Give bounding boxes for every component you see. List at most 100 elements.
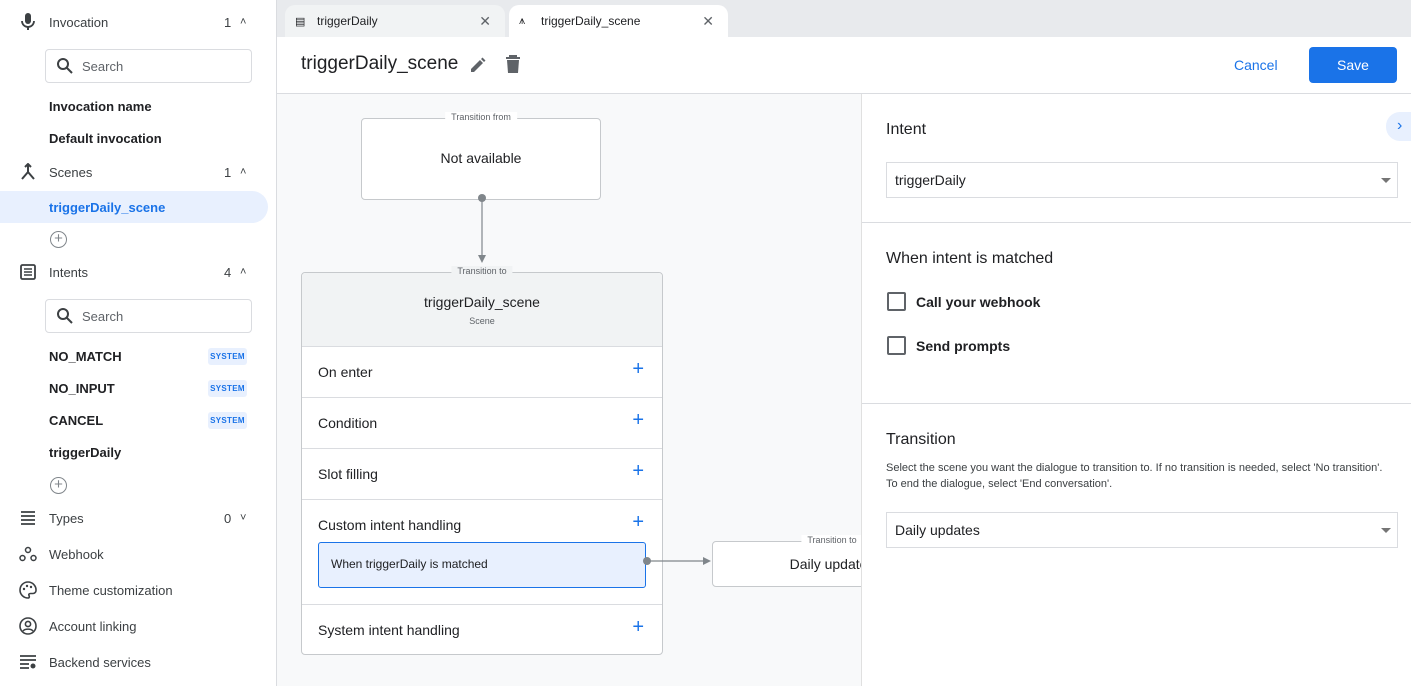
scene-label: triggerDaily_scene	[49, 200, 166, 215]
close-icon[interactable]: ✕	[702, 12, 714, 29]
item-label: Backend services	[49, 654, 151, 670]
intents-search-input[interactable]: Search	[45, 299, 252, 333]
types-lines-icon	[18, 508, 38, 528]
tab-triggerdaily-scene[interactable]: ⩚ triggerDaily_scene ✕	[509, 5, 728, 37]
chevron-down-icon[interactable]: ˅	[240, 512, 247, 524]
node-legend: Transition to	[801, 535, 861, 545]
sidebar-item-invocation-name[interactable]: Invocation name	[49, 99, 152, 114]
transition-heading: Transition	[886, 431, 956, 448]
row-label: Slot filling	[318, 466, 378, 482]
search-icon	[57, 308, 73, 324]
section-count: 0	[224, 510, 232, 526]
transition-target-value: Daily updates	[789, 556, 861, 572]
add-plus-icon[interactable]: +	[632, 460, 644, 482]
transition-select[interactable]: Daily updates	[886, 512, 1398, 548]
sidebar-item-account-linking[interactable]: Account linking	[0, 611, 276, 641]
transition-target-node[interactable]: Transition to Daily updates	[712, 535, 861, 587]
list-icon	[18, 262, 38, 282]
section-label: Intents	[49, 264, 89, 280]
select-value: Daily updates	[895, 522, 980, 538]
section-count: 1	[224, 14, 232, 30]
dropdown-arrow-icon	[1381, 528, 1391, 533]
item-label: Theme customization	[49, 582, 173, 598]
sidebar-item-default-invocation[interactable]: Default invocation	[49, 131, 162, 146]
edit-pencil-icon[interactable]	[469, 56, 487, 74]
row-label: Condition	[318, 415, 378, 431]
custom-intent-handling-row[interactable]: Custom intent handling + When triggerDail…	[302, 499, 662, 604]
section-label: Scenes	[49, 164, 93, 180]
close-icon[interactable]: ✕	[479, 12, 491, 29]
section-count: 4	[224, 264, 232, 280]
sidebar-item-theme-customization[interactable]: Theme customization	[0, 575, 276, 605]
sidebar-item-triggerdaily[interactable]: triggerDaily	[49, 445, 122, 460]
tab-bar: ▤ triggerDaily ✕ ⩚ triggerDaily_scene ✕	[277, 0, 1411, 37]
item-label: Account linking	[49, 618, 137, 634]
section-label: Invocation	[49, 14, 109, 30]
intent-handler-item[interactable]: When triggerDaily is matched	[318, 542, 646, 588]
intent-config-panel: › Intent triggerDaily When intent is mat…	[861, 94, 1411, 686]
mic-icon	[18, 12, 38, 32]
sidebar-section-invocation[interactable]: Invocation 1 ˄	[0, 7, 276, 37]
collapse-panel-chevron-icon[interactable]: ›	[1386, 112, 1411, 141]
condition-row[interactable]: Condition +	[302, 397, 662, 448]
sidebar-section-types[interactable]: Types 0 ˅	[0, 503, 276, 533]
item-label: Webhook	[49, 546, 104, 562]
scene-type: Scene	[469, 316, 495, 326]
page-title: triggerDaily_scene	[301, 53, 459, 74]
sidebar: Invocation 1 ˄ Search Invocation name De…	[0, 0, 277, 686]
sidebar-item-triggerdaily-scene[interactable]: triggerDaily_scene	[0, 191, 268, 223]
tab-triggerdaily[interactable]: ▤ triggerDaily ✕	[285, 5, 505, 37]
palette-icon	[18, 580, 38, 600]
call-webhook-checkbox[interactable]	[887, 292, 906, 311]
sidebar-item-no-input[interactable]: NO_INPUT	[49, 381, 115, 396]
save-button[interactable]: Save	[1309, 47, 1397, 83]
account-circle-icon	[18, 616, 38, 636]
section-count: 1	[224, 164, 232, 180]
intent-select[interactable]: triggerDaily	[886, 162, 1398, 198]
system-badge: SYSTEM	[208, 348, 247, 365]
chevron-up-icon[interactable]: ˄	[240, 266, 247, 278]
intent-heading: Intent	[886, 121, 927, 138]
chevron-up-icon[interactable]: ˄	[240, 166, 247, 178]
search-icon	[57, 58, 73, 74]
system-badge: SYSTEM	[208, 412, 247, 429]
divider	[862, 403, 1411, 404]
row-label: Custom intent handling	[318, 517, 462, 533]
list-icon: ▤	[295, 15, 306, 28]
select-value: triggerDaily	[895, 172, 966, 188]
add-scene-icon[interactable]: +	[50, 231, 67, 248]
sidebar-item-webhook[interactable]: Webhook	[0, 539, 276, 569]
cancel-button[interactable]: Cancel	[1234, 57, 1278, 73]
scene-flow-canvas: Transition from Not available Transition…	[277, 94, 861, 686]
scene-name: triggerDaily_scene	[424, 294, 540, 310]
search-placeholder: Search	[82, 308, 124, 324]
delete-trash-icon[interactable]	[505, 55, 521, 74]
scene-header: triggerDaily_scene Cancel Save	[277, 37, 1411, 94]
sidebar-item-backend-services[interactable]: Backend services	[0, 647, 276, 677]
slot-filling-row[interactable]: Slot filling +	[302, 448, 662, 499]
on-enter-row[interactable]: On enter +	[302, 346, 662, 397]
sidebar-section-scenes[interactable]: Scenes 1 ˄	[0, 157, 276, 187]
node-legend: Transition from	[445, 112, 517, 122]
sidebar-item-cancel[interactable]: CANCEL	[49, 413, 104, 428]
system-intent-handling-row[interactable]: System intent handling+	[302, 604, 662, 655]
sidebar-item-no-match[interactable]: NO_MATCH	[49, 349, 122, 364]
transition-description: Select the scene you want the dialogue t…	[886, 462, 1383, 490]
connector-arrow	[643, 557, 711, 565]
sidebar-section-intents[interactable]: Intents 4 ˄	[0, 257, 276, 287]
dropdown-arrow-icon	[1381, 178, 1391, 183]
system-badge: SYSTEM	[208, 380, 247, 397]
add-intent-icon[interactable]: +	[50, 477, 67, 494]
send-prompts-checkbox[interactable]	[887, 336, 906, 355]
tab-label: triggerDaily_scene	[541, 14, 641, 28]
backend-settings-icon	[18, 652, 38, 672]
add-plus-icon[interactable]: +	[632, 511, 644, 533]
search-placeholder: Search	[82, 58, 124, 74]
divider	[862, 222, 1411, 223]
invocation-search-input[interactable]: Search	[45, 49, 252, 83]
add-plus-icon[interactable]: +	[632, 616, 644, 638]
chevron-up-icon[interactable]: ˄	[240, 16, 247, 28]
add-plus-icon[interactable]: +	[632, 409, 644, 431]
add-plus-icon[interactable]: +	[632, 358, 644, 380]
row-label: On enter	[318, 364, 373, 380]
